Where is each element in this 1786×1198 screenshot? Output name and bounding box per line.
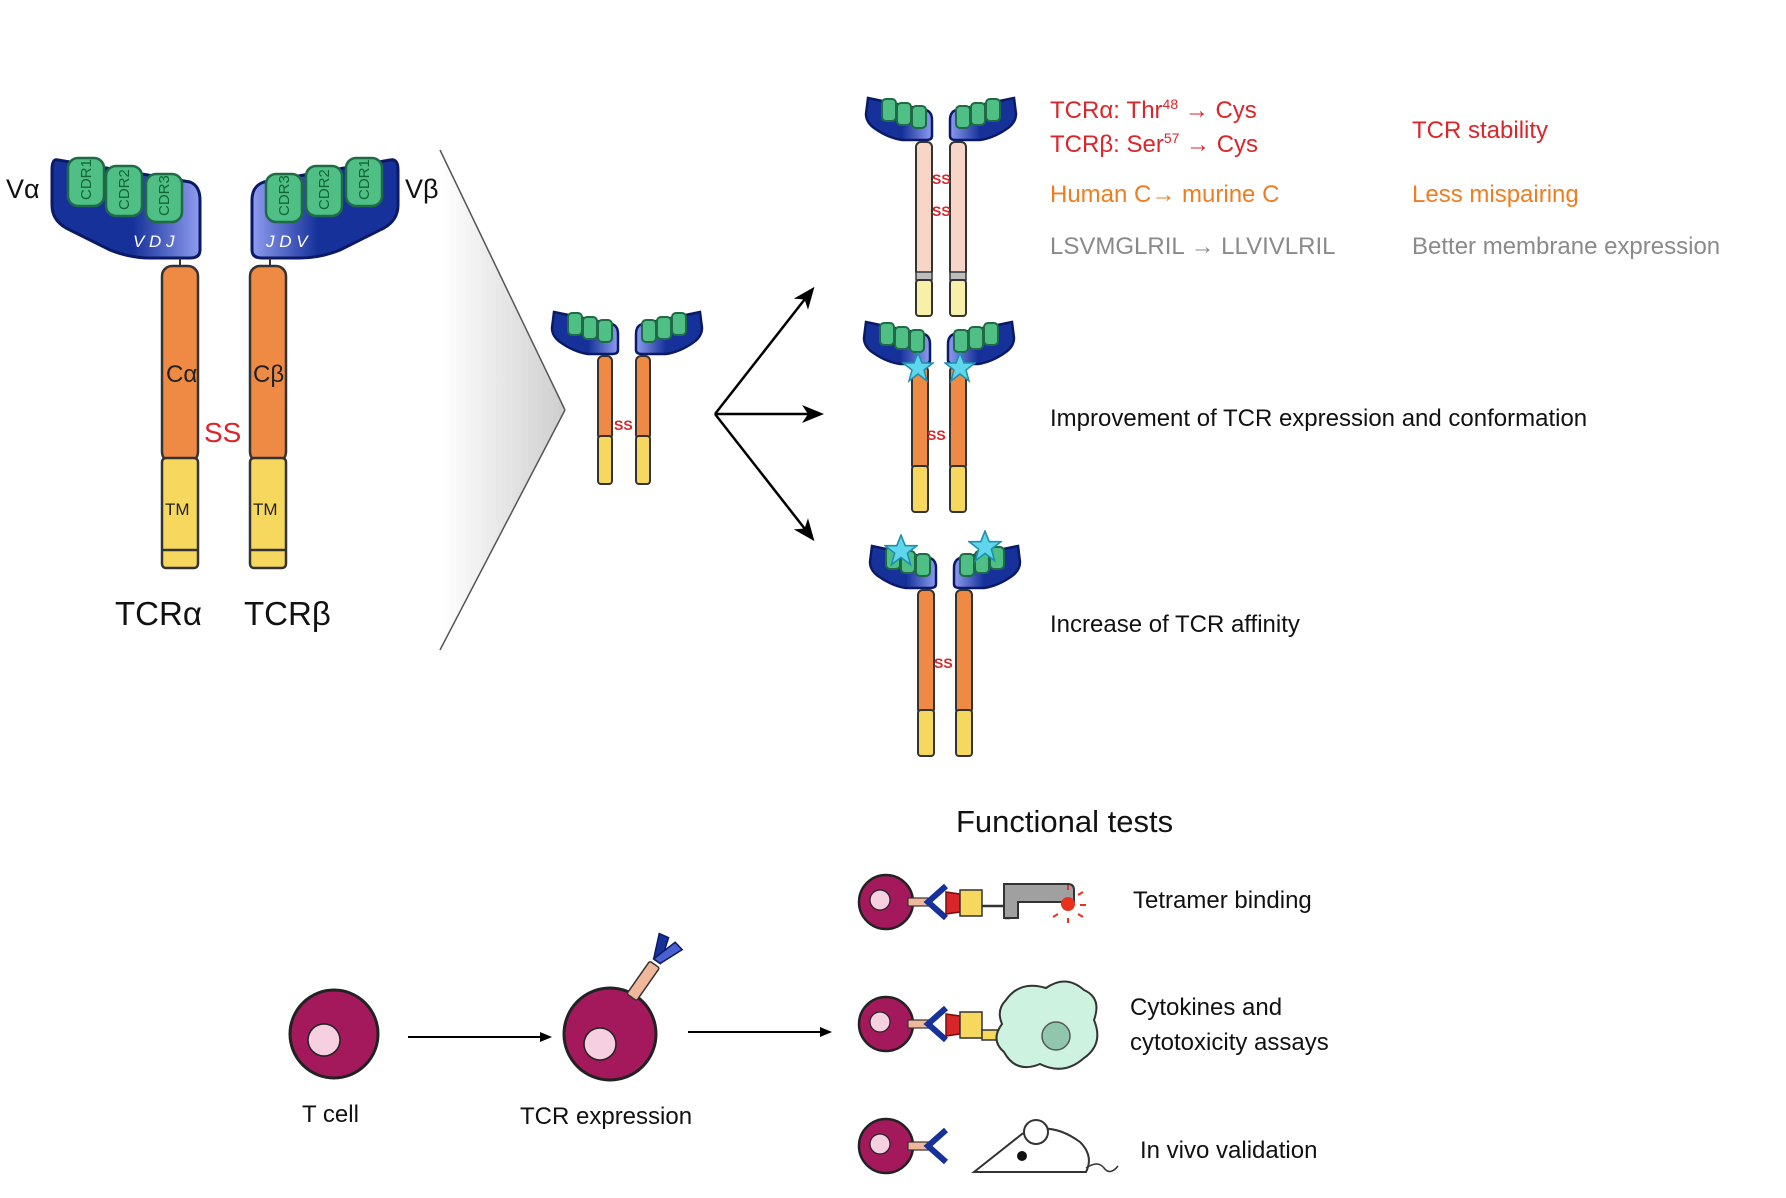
t-cell	[288, 988, 380, 1080]
tcr-beta-chain: CDR3 CDR2 CDR1 J D V Cβ TM	[248, 156, 400, 570]
mod2-tcr: SS	[862, 320, 1016, 513]
cdr2-alpha	[104, 164, 144, 218]
test-cytokines-label-2: cytotoxicity assays	[1130, 1029, 1329, 1056]
ss-bond-label: SS	[204, 417, 241, 448]
cdr2-alpha-label: CDR2	[116, 169, 133, 210]
test-tetramer-label: Tetramer binding	[1133, 887, 1312, 914]
functional-tests-title: Functional tests	[956, 804, 1173, 839]
va-label: Vα	[6, 174, 40, 204]
mod2-text: Improvement of TCR expression and confor…	[1050, 405, 1587, 432]
tm-beta-label: TM	[253, 500, 278, 519]
mod2-ss-label: SS	[927, 427, 946, 443]
mod3-text: Increase of TCR affinity	[1050, 611, 1300, 638]
cdr3-alpha-label: CDR3	[156, 175, 173, 216]
mod1-line-murine: Human C→ murine C	[1050, 181, 1279, 208]
cdr1-beta	[344, 156, 384, 208]
fluorophore-icon	[1061, 897, 1075, 911]
tcr-alpha-label: TCRα	[115, 595, 202, 632]
cdr2-beta	[304, 164, 344, 218]
test-cytokines	[857, 980, 1099, 1070]
cdr1-beta-label: CDR1	[356, 159, 373, 200]
tm-beta-domain	[248, 456, 288, 570]
t-cell-label: T cell	[302, 1101, 359, 1128]
tcr-expressing-cell	[562, 932, 684, 1082]
branch-arrows	[714, 286, 824, 542]
cdr1-alpha	[66, 156, 106, 208]
vdj-alpha-label: V D J	[133, 232, 175, 251]
tcr-beta-label: TCRβ	[244, 595, 331, 632]
mod1-tcr: SS SS	[864, 96, 1018, 317]
mod1-ss-label-1: SS	[932, 171, 951, 187]
tcr-expression-label: TCR expression	[520, 1103, 692, 1130]
mod1-ss-label-2: SS	[932, 203, 951, 219]
mod1-effect-mispairing: Less mispairing	[1412, 181, 1579, 208]
mod3-ss-label: SS	[934, 655, 953, 671]
test-tetramer	[857, 873, 1086, 931]
tm-alpha-domain	[160, 456, 200, 570]
test-in-vivo	[857, 1117, 1119, 1175]
center-ss-label: SS	[614, 417, 633, 433]
test-in-vivo-label: In vivo validation	[1140, 1137, 1317, 1164]
center-tcr: SS	[550, 310, 704, 485]
cdr3-alpha	[144, 172, 184, 224]
mod1-text: TCRα: Thr48 → Cys TCRβ: Ser57 → Cys TCR …	[1050, 96, 1720, 260]
mouse-icon	[971, 1119, 1119, 1173]
mod3-tcr: SS	[868, 530, 1022, 757]
tcr-alpha-chain: CDR1 CDR2 CDR3 V D J Cα TM	[50, 156, 202, 570]
mod1-effect-stability: TCR stability	[1412, 117, 1548, 144]
cdr1-alpha-label: CDR1	[78, 159, 95, 200]
vdj-beta-label: J D V	[265, 232, 309, 251]
vb-label: Vβ	[405, 174, 439, 204]
cb-label: Cβ	[253, 361, 284, 388]
cdr3-beta	[264, 172, 304, 224]
cdr3-beta-label: CDR3	[276, 175, 293, 216]
main-tcr: CDR1 CDR2 CDR3 V D J Cα TM CDR3 CDR2 CDR…	[6, 156, 439, 632]
mod1-line-alpha: TCRα: Thr48 → Cys	[1050, 96, 1257, 124]
ca-label: Cα	[166, 361, 197, 388]
mod1-effect-membrane: Better membrane expression	[1412, 233, 1720, 260]
cdr2-beta-label: CDR2	[316, 169, 333, 210]
test-cytokines-label-1: Cytokines and	[1130, 994, 1282, 1021]
funnel-shape	[439, 149, 566, 651]
tm-alpha-label: TM	[165, 500, 190, 519]
mod1-line-sequence: LSVMGLRIL → LLVIVLRIL	[1050, 233, 1335, 260]
mod1-line-beta: TCRβ: Ser57 → Cys	[1050, 130, 1258, 158]
